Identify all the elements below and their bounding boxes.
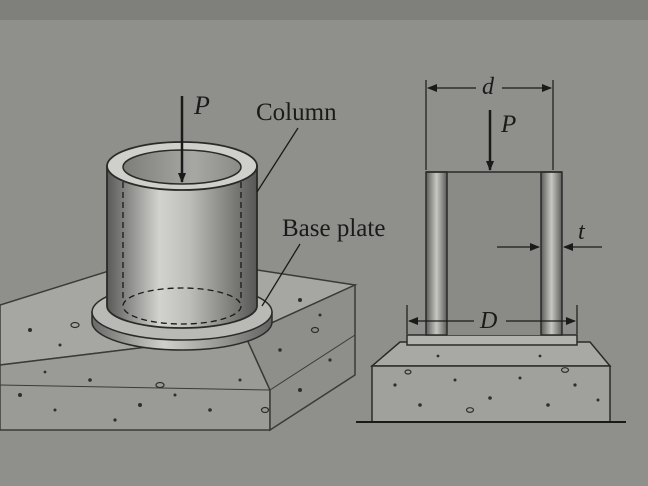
slab-edge-line — [0, 384, 271, 391]
column-label: Column — [256, 99, 337, 126]
base-plate-section — [406, 334, 578, 346]
column-hidden-base-circle — [122, 287, 242, 325]
outer-diameter-label: D — [479, 308, 497, 334]
left-perspective-view: P Column Base plate — [0, 91, 385, 432]
column-right-wall — [540, 171, 563, 336]
column-tube — [106, 165, 258, 329]
base-plate-label: Base plate — [282, 215, 385, 242]
column-left-wall — [425, 171, 448, 336]
right-section-view: d P t D — [356, 74, 626, 423]
thickness-label: t — [578, 219, 586, 245]
page-top-strip — [0, 0, 648, 20]
column-leader-line — [256, 127, 299, 193]
pedestal-speckles — [393, 354, 600, 413]
column-interior — [447, 172, 541, 335]
inner-diameter-label: d — [482, 74, 495, 100]
load-label-left: P — [193, 91, 210, 120]
load-label-right: P — [500, 111, 516, 138]
base-plate-leader-line — [261, 243, 301, 307]
pedestal-body — [371, 365, 611, 423]
slab-edge-line — [269, 334, 356, 391]
concrete-slab-end — [244, 283, 356, 432]
